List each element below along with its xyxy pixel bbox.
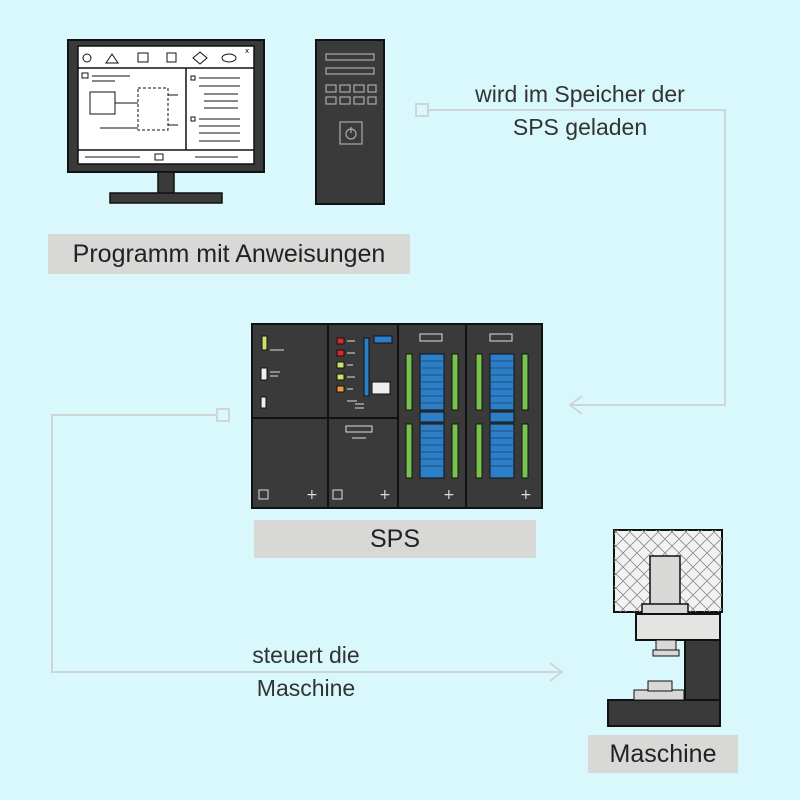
svg-text:x: x: [245, 47, 249, 55]
label-sps: SPS: [254, 520, 536, 558]
monitor-icon: x: [67, 39, 265, 204]
pc-tower-icon: [315, 39, 385, 205]
edge-label-control-line1: steuert die: [252, 642, 360, 668]
edge-label-control-line2: Maschine: [256, 675, 356, 701]
svg-text:+: +: [379, 487, 391, 503]
label-machine: Maschine: [588, 735, 738, 773]
machine-icon: [607, 529, 723, 727]
edge-label-control: steuert die Maschine: [196, 639, 416, 705]
io-module-2: +: [475, 333, 532, 503]
connector-control: [51, 408, 564, 682]
connector-upload: [415, 103, 726, 415]
svg-text:+: +: [443, 487, 455, 503]
plc-icon: + +: [251, 323, 543, 509]
io-module-1: +: [405, 333, 459, 503]
edge-label-upload: wird im Speicher der SPS geladen: [440, 78, 720, 144]
svg-text:+: +: [306, 487, 318, 503]
edge-label-upload-line2: SPS geladen: [512, 114, 648, 140]
label-program: Programm mit Anweisungen: [48, 234, 410, 274]
svg-text:+: +: [520, 487, 532, 503]
edge-label-upload-line1: wird im Speicher der: [475, 81, 685, 107]
